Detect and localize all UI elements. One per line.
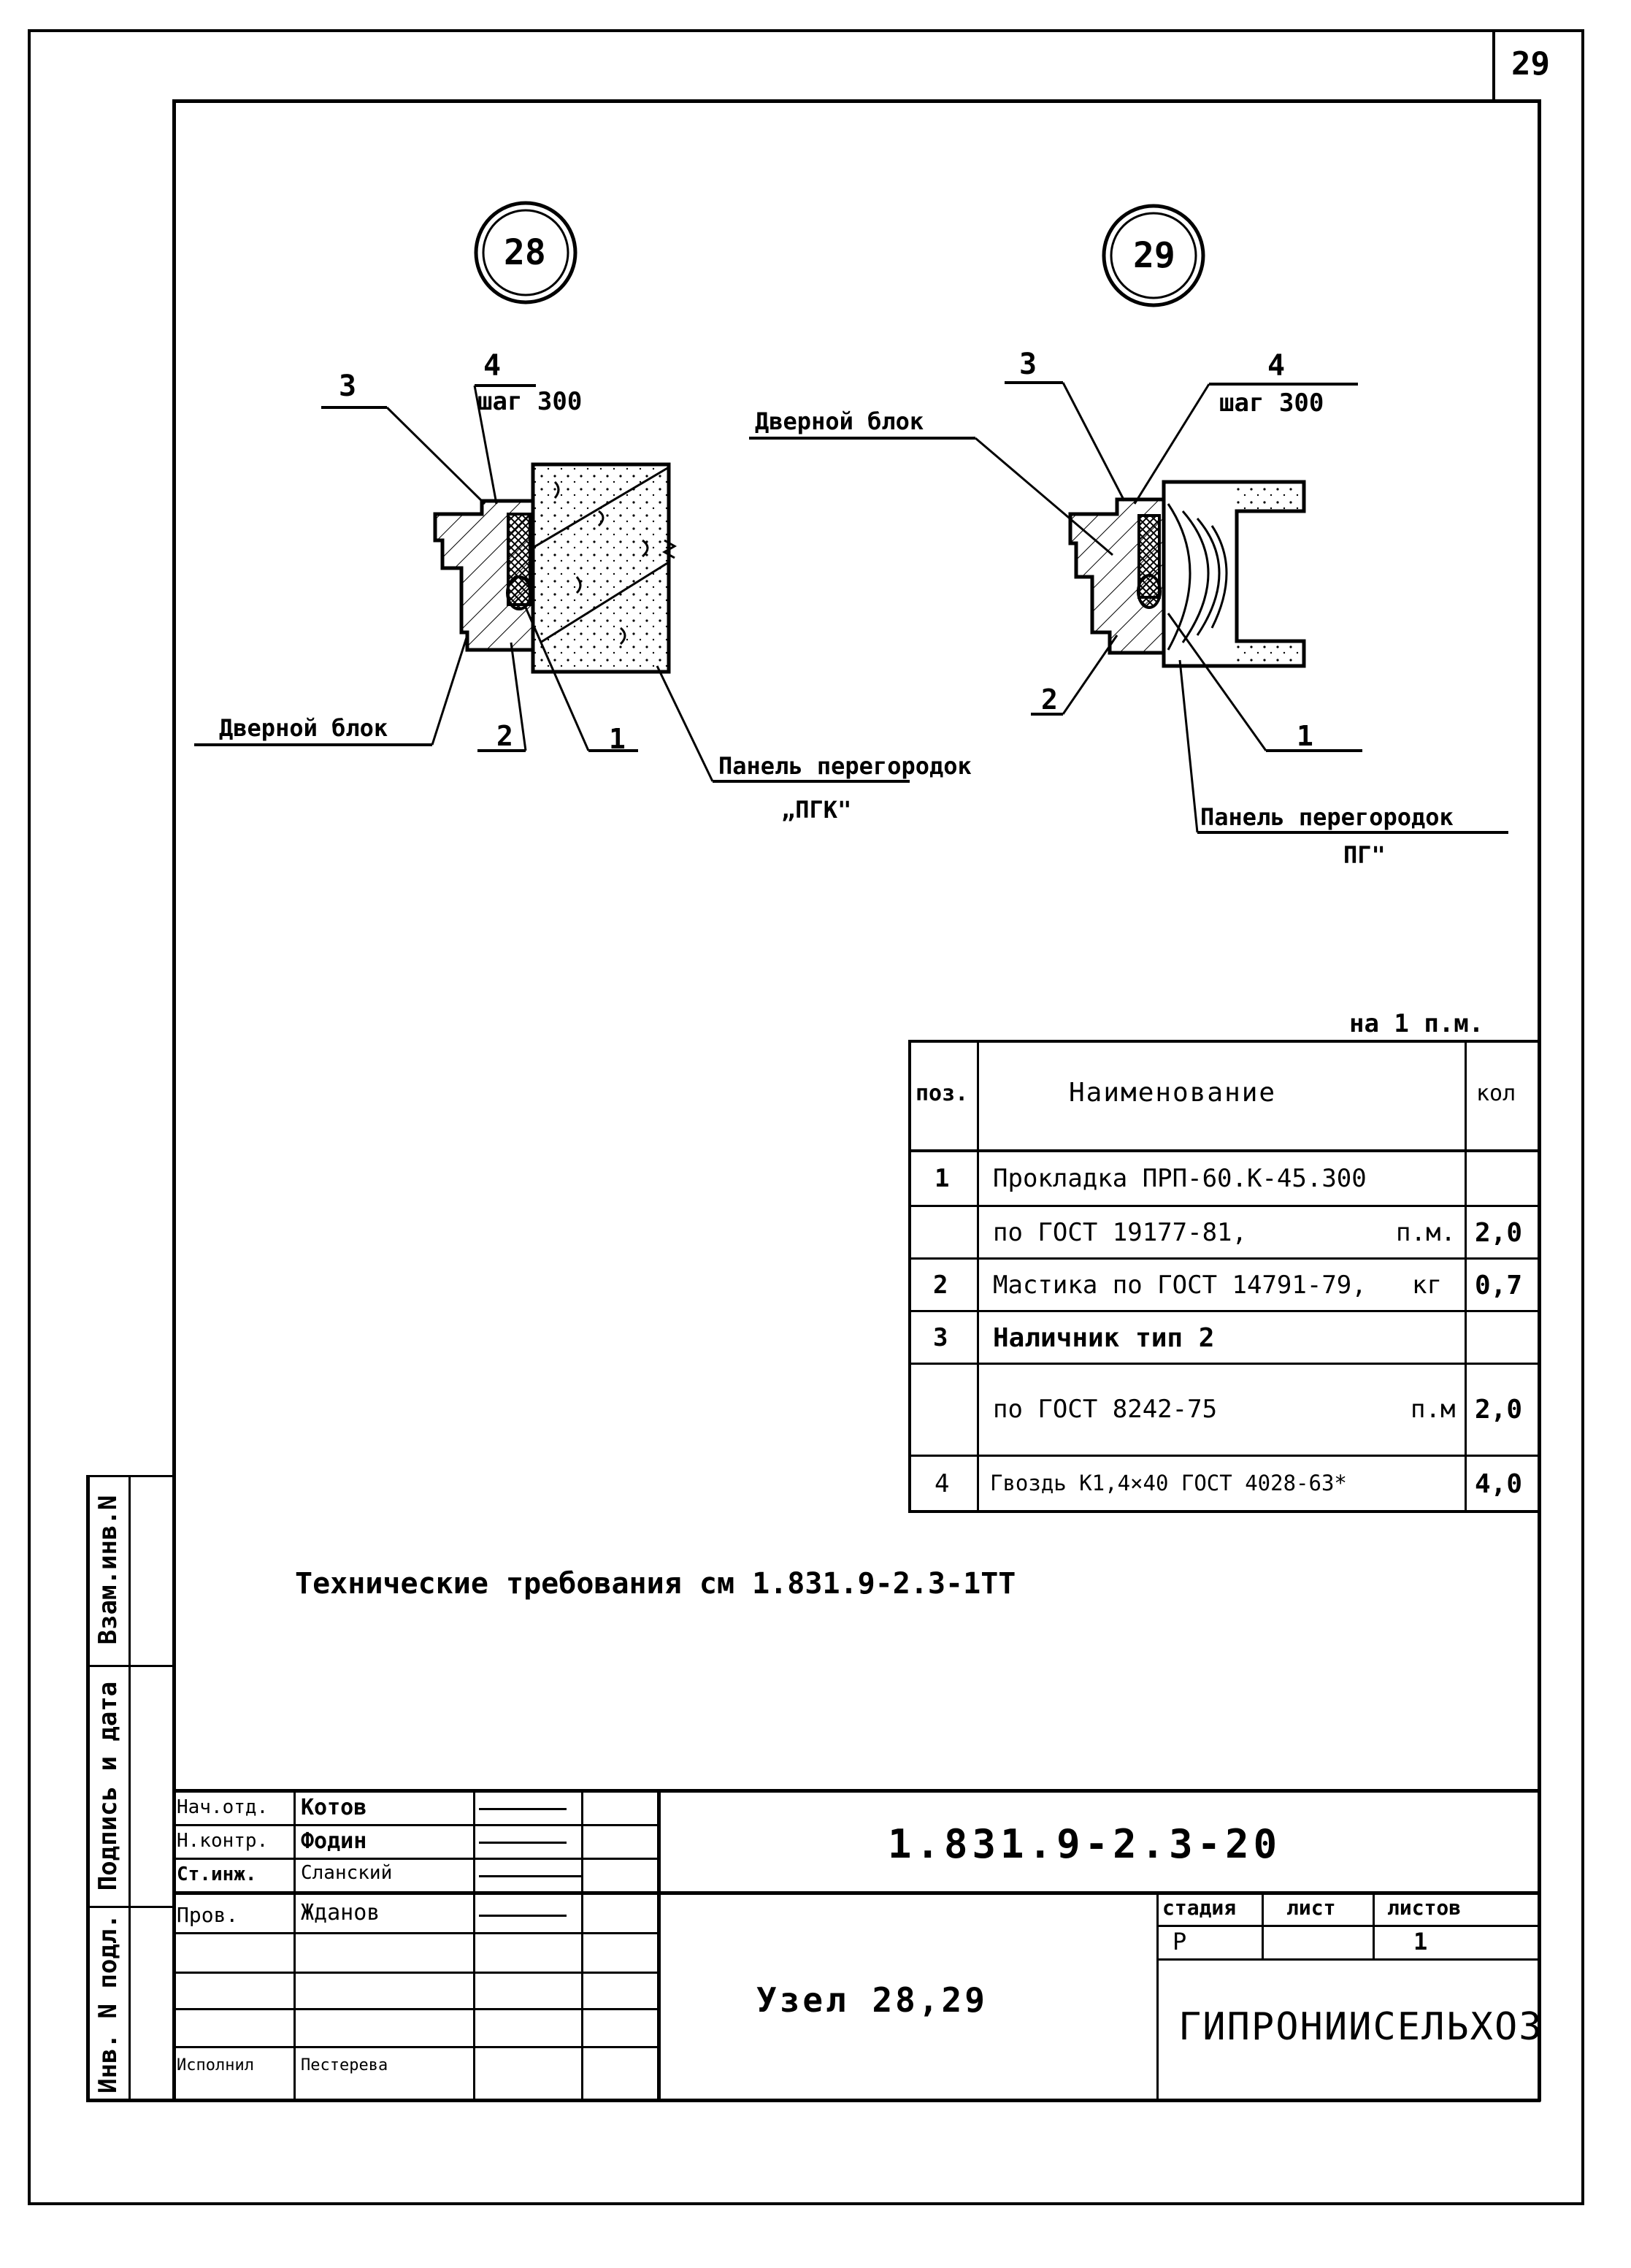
outer-frame-right [1581,29,1584,2205]
node-28-callout-3: 3 [339,369,357,403]
title-block: 1.831.9-2.3-20 Узел 28,29 стадия лист ли… [172,1789,1543,2102]
spec-row-6-pos: 4 [935,1469,950,1498]
stage-value: Р [1173,1928,1187,1955]
side-stamp-vzam: Взам.инв.N [93,1495,123,1645]
outer-frame-top [28,29,1584,32]
role-1-name: Котов [301,1795,367,1820]
sheets-value: 1 [1413,1928,1428,1955]
role-4: Пров. [177,1903,239,1927]
node-29-circle-label: 29 [1133,235,1175,276]
role-1: Нач.отд. [177,1796,269,1818]
spec-row-2-qty: 2,0 [1475,1218,1523,1248]
side-stamp-div2 [86,1906,175,1908]
role-7: Исполнил [177,2056,254,2074]
side-stamp-div1 [86,1665,175,1667]
spec-row-5-name: по ГОСТ 8242-75 [993,1395,1218,1424]
node-28-panel-label-2: „ПГК" [781,796,852,824]
node-29-circle [1102,204,1205,307]
node-29-callout-4: 4 [1267,349,1286,383]
spec-row-5-qty: 2,0 [1475,1395,1523,1425]
role-1-signature [479,1808,567,1810]
spec-row-3-qty: 0,7 [1475,1271,1523,1300]
sheets-header: листов [1387,1896,1462,1920]
spec-header-pos: поз. [916,1081,969,1106]
spec-row-2-unit: п.м. [1396,1218,1456,1247]
node-28-panel [531,462,671,674]
page-number: 29 [1511,45,1550,83]
side-stamp-top [86,1475,175,1477]
spec-table: поз. Наименование кол 1 Прокладка ПРП-60… [908,1040,1540,1513]
drawings-canvas [194,201,1508,834]
node-29-callout-4-note: шаг 300 [1219,388,1324,418]
node-28-panel-label-1: Панель перегородок [718,752,972,780]
role-2-name: Фодин [301,1828,367,1854]
drawing-title: Узел 28,29 [756,1980,988,2020]
side-stamp-mid [128,1475,131,2102]
node-29-drawing [749,204,1508,834]
spec-row-1-name: Прокладка ПРП-60.К-45.300 [993,1164,1367,1193]
spec-row-3-name: Мастика по ГОСТ 14791-79, [993,1271,1367,1300]
side-stamp-inv: Инв. N подл. [93,1914,123,2093]
role-3: Ст.инж. [177,1863,257,1885]
inner-frame-bottom [86,2099,1540,2102]
node-29-door-block-label: Дверной блок [755,407,924,435]
role-3-name: Сланский [301,1862,393,1884]
node-28-callout-4-note: шаг 300 [477,387,583,416]
spec-table-caption: на 1 п.м. [1349,1009,1484,1038]
node-29-callout-1: 1 [1297,720,1313,752]
spec-row-3-pos: 2 [933,1271,948,1300]
inner-frame-right [1538,99,1541,2102]
spec-header-name: Наименование [1069,1078,1277,1108]
side-stamp-podpis: Подпись и дата [93,1681,123,1891]
tech-requirements: Технические требования см 1.831.9-2.3-1Т… [295,1567,1016,1601]
spec-row-3-unit: кг [1412,1271,1442,1300]
outer-frame-bottom [28,2202,1584,2205]
node-28-callout-4: 4 [483,349,502,383]
sheet-header: лист [1286,1896,1336,1920]
stage-header: стадия [1162,1896,1237,1920]
node-28-door-block-label: Дверной блок [219,714,388,742]
organization: ГИПРОНИИСЕЛЬХОЗ [1178,2005,1543,2049]
role-3-signature [479,1875,581,1877]
node-29-callout-2: 2 [1041,683,1058,716]
node-28-drawing [194,201,910,783]
node-29-panel-label-2: ПГ" [1343,841,1386,869]
spec-row-6-qty: 4,0 [1475,1469,1523,1499]
role-2-signature [479,1842,567,1844]
designation: 1.831.9-2.3-20 [888,1821,1282,1867]
node-28-circle [474,201,577,304]
inner-frame-top [172,99,1540,103]
node-28-callout-2: 2 [496,720,513,752]
spec-row-4-pos: 3 [933,1323,948,1352]
role-4-name: Жданов [301,1900,380,1926]
outer-frame-left [28,29,31,2205]
role-2: Н.контр. [177,1830,269,1852]
node-29-panel-label-1: Панель перегородок [1200,803,1454,831]
node-28-circle-label: 28 [504,232,546,273]
spec-row-6-name: Гвоздь К1,4×40 ГОСТ 4028-63* [990,1471,1347,1495]
spec-row-2-name: по ГОСТ 19177-81, [993,1218,1247,1247]
role-4-signature [479,1915,567,1917]
role-7-name: Пестерева [301,2056,388,2074]
spec-row-4-name: Наличник тип 2 [993,1323,1215,1353]
node-28-callout-1: 1 [609,723,626,755]
node-29-callout-3: 3 [1019,348,1037,381]
page-number-box-left [1492,29,1495,102]
side-stamp-left [86,1475,90,2102]
spec-row-5-unit: п.м [1411,1395,1456,1424]
inner-frame-left [172,99,176,2102]
spec-header-qty: кол [1476,1081,1516,1106]
spec-row-1-pos: 1 [935,1164,950,1193]
